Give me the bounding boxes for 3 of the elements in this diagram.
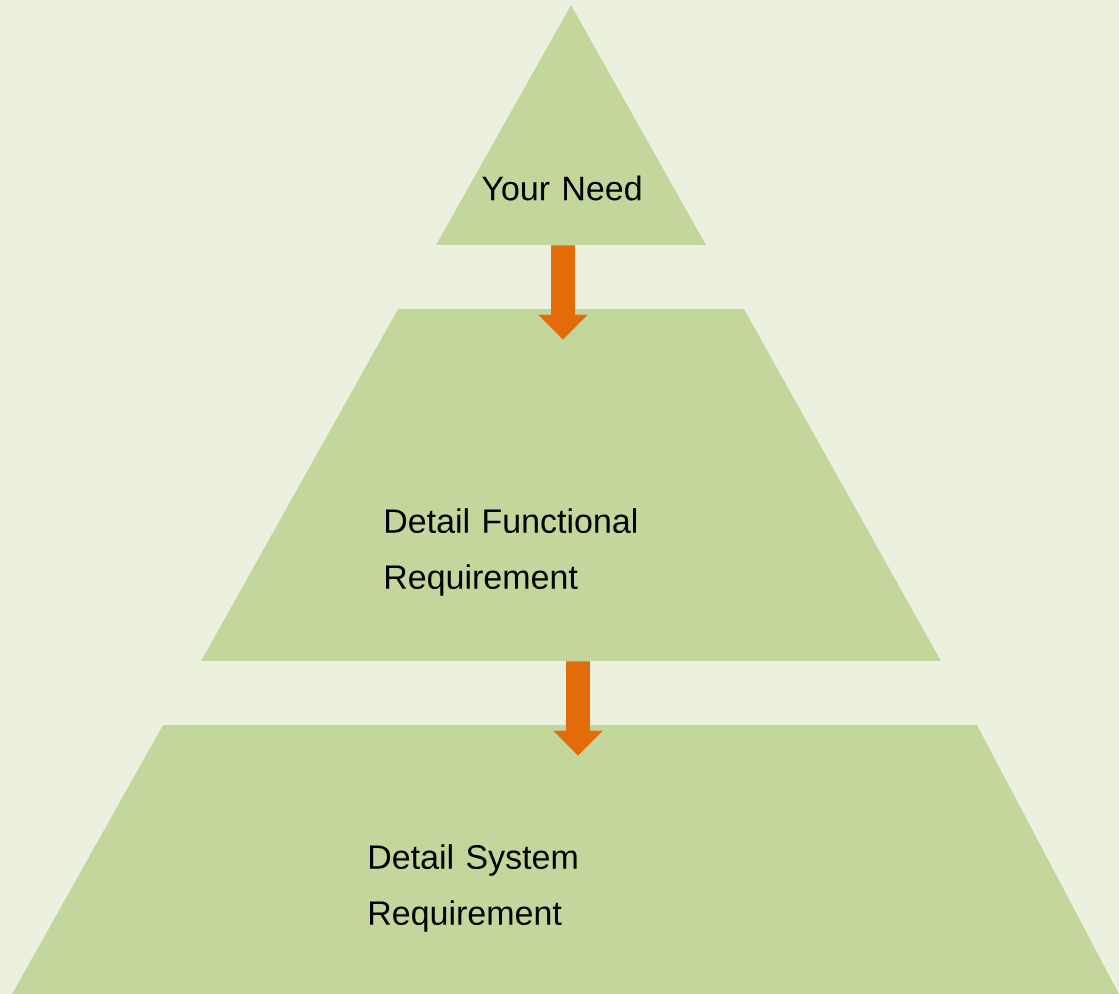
pyramid-tier: Detail Functional Requirement (201, 309, 941, 661)
pyramid-tier: Detail System Requirement (12, 725, 1119, 994)
pyramid-tier: Your Need (436, 5, 706, 245)
